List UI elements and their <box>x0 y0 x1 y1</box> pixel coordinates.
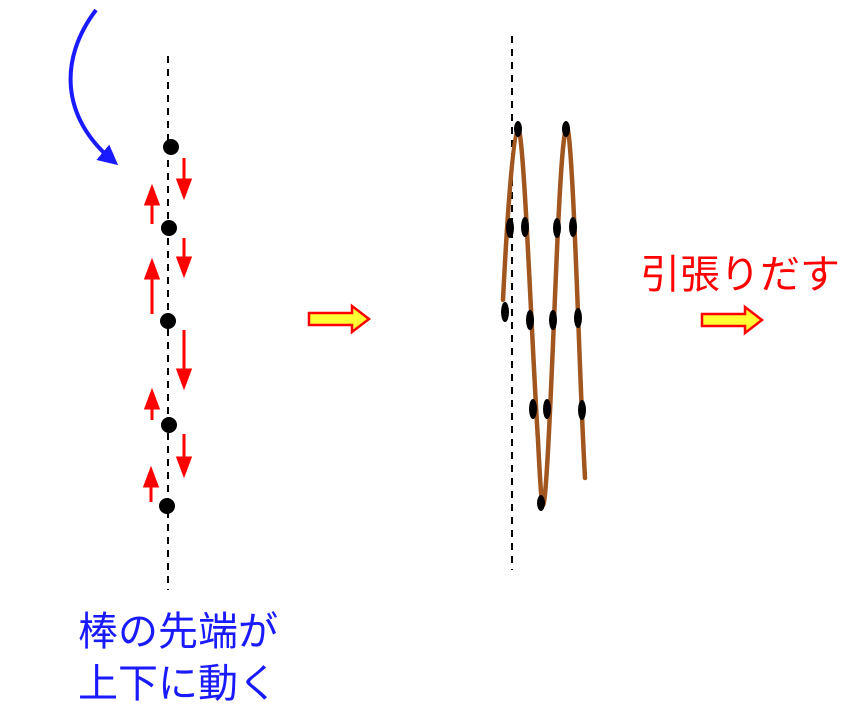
wave-dot <box>543 399 551 419</box>
up-arrow-icon <box>146 262 158 314</box>
right-arrow-icon <box>309 306 369 332</box>
wave-dot <box>553 218 561 238</box>
down-arrow-icon <box>178 330 190 386</box>
wave-dot <box>569 217 577 237</box>
wave-dot <box>501 302 509 322</box>
wave-dot <box>529 399 537 419</box>
particle-dots <box>159 139 179 514</box>
up-arrow-icon <box>146 188 158 224</box>
wave-dot <box>549 310 557 330</box>
pull-label: 引張りだす <box>640 251 840 299</box>
wave-dot <box>521 217 529 237</box>
down-arrow-icon <box>178 158 190 196</box>
wave-dot <box>514 121 522 137</box>
caption-line-1: 棒の先端が <box>78 608 278 656</box>
particle-dot <box>161 417 177 433</box>
down-arrow-icon <box>178 434 190 474</box>
particle-dot <box>161 220 177 236</box>
up-arrow-icon <box>145 470 157 502</box>
particle-dot <box>159 498 175 514</box>
wave-dot <box>578 400 586 420</box>
particle-dot <box>163 139 179 155</box>
wave-dot <box>537 495 545 511</box>
down-arrow-icon <box>178 238 190 274</box>
wave-dot <box>526 310 534 330</box>
up-arrow-icon <box>146 392 158 420</box>
wave-dot <box>574 308 582 328</box>
caption-line-2: 上下に動く <box>78 660 278 708</box>
wave-dot <box>506 218 514 238</box>
particle-dot <box>160 313 176 329</box>
wave-curve <box>503 128 585 505</box>
curved-arrow-icon <box>71 10 112 160</box>
right-arrow-icon <box>702 307 762 333</box>
wave-dot <box>562 121 570 137</box>
